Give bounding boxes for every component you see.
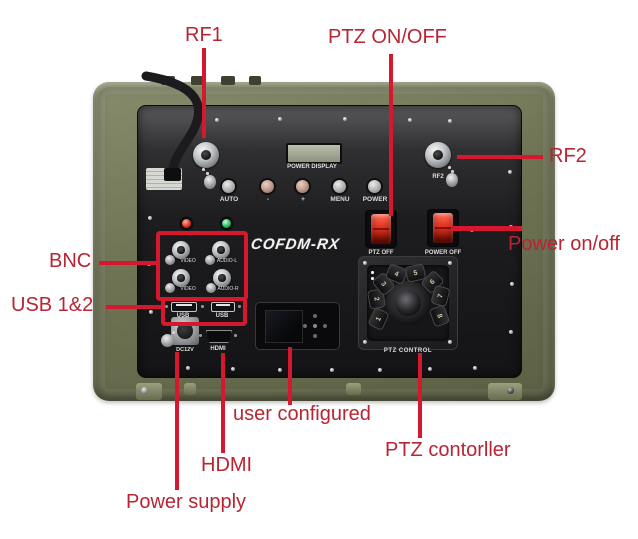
panel-screw — [343, 117, 347, 121]
bnc-highlight-box — [156, 231, 248, 301]
rf2-port-label: RF2 — [432, 174, 444, 180]
usb-port-2 — [211, 302, 235, 312]
rf1-cap — [204, 175, 216, 189]
dpad-left — [303, 324, 307, 328]
dpad-right — [323, 324, 327, 328]
plus-button-label: + — [301, 196, 305, 203]
usb-port-1 — [171, 302, 197, 312]
user-configured-pointer-line — [288, 347, 292, 405]
case-foot-right — [488, 383, 522, 400]
ptz-onoff-pointer-line — [389, 54, 393, 216]
callout-power-supply: Power supply — [126, 491, 247, 513]
rf2-pointer-line — [457, 155, 543, 159]
minus-button — [261, 180, 274, 193]
rf1-connector — [193, 142, 219, 168]
auto-button — [222, 180, 235, 193]
panel-screw — [428, 367, 432, 371]
bnc-video1-label: VIDEO — [180, 258, 196, 264]
usb-pointer-line — [106, 305, 161, 309]
callout-user-configured: user configured — [233, 403, 371, 425]
info-sticker — [146, 168, 182, 190]
panel-screw — [186, 366, 190, 370]
power-button — [368, 180, 381, 193]
case-foot-left — [136, 383, 162, 400]
case-tab — [346, 383, 361, 395]
module-screen — [265, 310, 303, 343]
ptz-joystick-dome — [395, 290, 421, 316]
menu-button — [333, 180, 346, 193]
hdmi-port-label: HDMI — [210, 346, 226, 352]
dc-cap — [161, 334, 174, 347]
panel-screw — [149, 310, 153, 314]
power-supply-pointer-line — [175, 352, 179, 490]
ptz-switch-label: PTZ OFF — [368, 250, 394, 256]
power-onoff-pointer-line — [452, 226, 522, 231]
ptz-controller-pointer-line — [418, 353, 422, 438]
red-indicator-led — [182, 219, 191, 228]
panel-screw — [473, 366, 477, 370]
power-display-label: POWER DISPLAY — [287, 164, 337, 170]
panel-screw — [215, 118, 219, 122]
hdmi-pointer-line — [221, 353, 225, 453]
auto-button-label: AUTO — [219, 196, 239, 203]
dpad-up — [313, 314, 317, 318]
rf2-connector — [425, 142, 451, 168]
lid-latch — [161, 76, 175, 85]
panel-screw — [448, 119, 452, 123]
panel-screw — [148, 216, 152, 220]
usb-port-1-label: USB — [176, 313, 190, 319]
power-switch — [433, 213, 453, 243]
lid-latch — [249, 76, 261, 85]
bnc-audior-label: AUDIO-R — [217, 286, 239, 292]
dc-port-label: DC12V — [176, 347, 194, 353]
callout-hdmi: HDMI — [201, 454, 253, 476]
case-tab — [184, 383, 196, 395]
panel-screw — [278, 117, 282, 121]
power-button-label: POWER — [362, 196, 388, 203]
rf2-cap — [446, 173, 458, 187]
bnc-video2-label: VIDEO — [180, 286, 196, 292]
panel-screw — [508, 170, 512, 174]
panel-screw — [408, 118, 412, 122]
rf1-pointer-line — [202, 48, 206, 138]
plus-button — [296, 180, 309, 193]
panel-screw — [510, 282, 514, 286]
panel-screw — [378, 368, 382, 372]
power-switch-label: POWER OFF — [424, 250, 462, 256]
green-indicator-led — [222, 219, 231, 228]
lid-latch — [221, 76, 235, 85]
panel-screw — [278, 368, 282, 372]
usb-port-2-label: USB — [215, 313, 229, 319]
menu-button-label: MENU — [330, 196, 350, 203]
callout-ptz-controller: PTZ contorller — [385, 439, 511, 461]
minus-button-label: - — [266, 196, 270, 203]
power-display-window — [286, 143, 342, 164]
bnc-pointer-line — [99, 261, 156, 265]
callout-usb12: USB 1&2 — [11, 294, 94, 316]
ptz-joystick — [386, 281, 430, 325]
callout-rf2: RF2 — [549, 145, 587, 167]
bnc-video1-connector — [172, 241, 190, 259]
callout-bnc: BNC — [49, 250, 92, 272]
panel-screw — [330, 368, 334, 372]
dc-power-connector — [171, 317, 199, 345]
ptz-switch — [371, 214, 391, 244]
callout-ptz-onoff: PTZ ON/OFF — [328, 26, 447, 48]
hdmi-port — [206, 330, 232, 343]
usb-highlight-box — [161, 297, 247, 326]
bnc-audior-connector — [213, 269, 231, 287]
bnc-audiol-label: AUDIO-L — [216, 258, 238, 264]
panel-screw — [509, 330, 513, 334]
dpad-down — [313, 334, 317, 338]
bnc-video2-connector — [172, 269, 190, 287]
bnc-audiol-connector — [212, 241, 230, 259]
ptz-control-label: PTZ CONTROL — [383, 348, 433, 354]
ptz-controller-plate: 1 2 3 4 5 6 7 8 — [358, 256, 458, 350]
callout-power-onoff: Power on/off — [508, 233, 620, 255]
user-configured-module — [255, 302, 340, 350]
brand-logo: COFDM-RX — [249, 236, 342, 253]
dpad-center — [313, 324, 317, 328]
callout-rf1: RF1 — [185, 24, 223, 46]
panel-screw — [231, 367, 235, 371]
